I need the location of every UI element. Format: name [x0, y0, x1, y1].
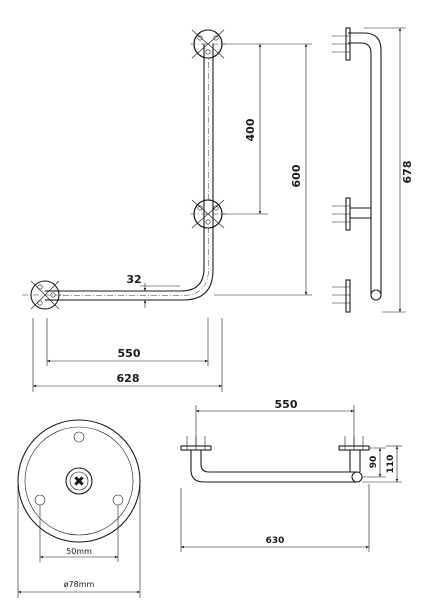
- side-plate-bottom: [345, 279, 351, 313]
- dim-628: 628: [32, 318, 223, 392]
- top-view: 550 630 90 110: [180, 398, 402, 552]
- dim-628-label: 628: [117, 372, 140, 385]
- dim-550-top-label: 550: [275, 398, 298, 411]
- top-tube-inner: [200, 450, 357, 473]
- dim-600-label: 600: [290, 164, 303, 187]
- dim-90: 90: [362, 447, 386, 478]
- dim-78mm-label: ø78mm: [64, 580, 95, 589]
- dim-50mm-label: 50mm: [66, 547, 92, 556]
- front-tube-centerline: [40, 40, 209, 296]
- dim-90-label: 90: [369, 456, 379, 469]
- dim-32-label: 32: [126, 273, 141, 286]
- dim-550-front-label: 550: [118, 347, 141, 360]
- dim-678-label: 678: [401, 161, 414, 184]
- dim-678: 678: [364, 27, 414, 313]
- front-rosette-middle: [190, 199, 226, 229]
- dim-50mm: 50mm: [39, 505, 119, 562]
- front-view: 400 600 32 550 628: [22, 29, 312, 392]
- rosette-view: ✖ 50mm ø78mm: [17, 419, 141, 598]
- side-tube-outer: [348, 32, 382, 295]
- side-view: 678: [332, 27, 414, 313]
- dim-78mm: ø78mm: [17, 485, 141, 598]
- dim-400: 400: [222, 43, 268, 215]
- front-tube-outline-inner: [47, 44, 205, 292]
- rosette-outer-circle: [17, 419, 141, 543]
- dim-400-label: 400: [244, 118, 257, 141]
- side-tube-inner: [348, 42, 372, 295]
- rosette-screw-icon: ✖: [73, 474, 85, 490]
- rosette-inner-circle: [24, 426, 134, 536]
- dim-110: 110: [362, 445, 402, 483]
- front-tube-outline-outer: [47, 44, 214, 301]
- dim-630-label: 630: [266, 536, 285, 546]
- dim-550-top: 550: [195, 398, 355, 446]
- dim-600: 600: [214, 43, 312, 296]
- front-rosette-top: [190, 29, 226, 59]
- dim-110-label: 110: [386, 455, 396, 474]
- dim-630: 630: [180, 484, 370, 552]
- rosette-center-boss: [65, 467, 93, 495]
- dim-550-front: 550: [46, 318, 209, 366]
- front-rosette-left: [22, 280, 64, 310]
- dim-32: 32: [126, 273, 180, 308]
- top-tube-outer: [190, 450, 357, 483]
